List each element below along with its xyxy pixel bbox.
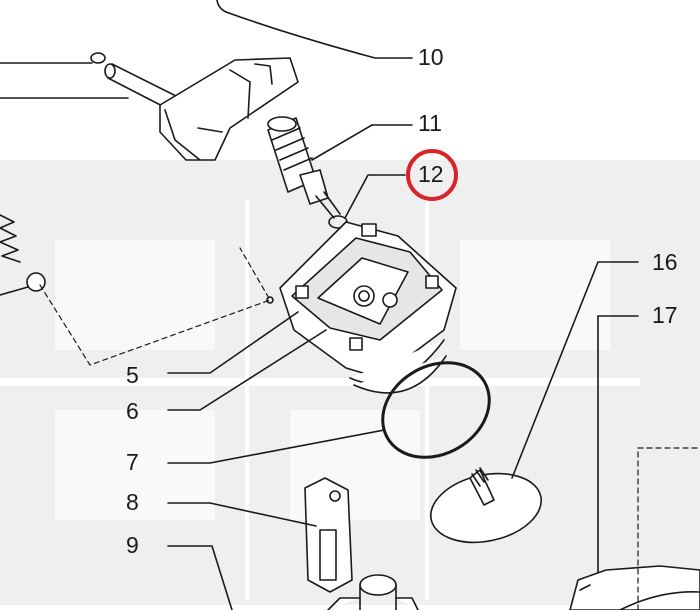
callout-9: 9 [126, 532, 139, 558]
part-diaphragm [429, 467, 543, 544]
leader-6 [167, 329, 327, 411]
callout-17: 17 [652, 302, 678, 328]
leader-12 [344, 174, 406, 219]
part-oring-7 [381, 361, 491, 459]
part-small-ring-5 [266, 296, 274, 304]
part-shaft [267, 116, 341, 219]
dashed-axis [39, 247, 271, 366]
part-housing [569, 565, 700, 610]
callout-8: 8 [126, 489, 139, 515]
callout-7: 7 [126, 449, 139, 475]
watermark-line [0, 378, 640, 386]
part-pipe-oring [90, 52, 106, 64]
watermark-line [245, 200, 249, 600]
part-tube-end [104, 63, 116, 79]
leader-10 [225, 11, 413, 59]
leader-7 [167, 429, 385, 464]
callout-12: 12 [418, 161, 444, 187]
callout-5: 5 [126, 362, 139, 388]
part-wire-top [216, 0, 227, 13]
leader-8 [167, 502, 317, 527]
part-fitting [327, 574, 419, 610]
highlight-ring-12 [406, 149, 458, 201]
leader-11 [311, 124, 373, 161]
callout-10: 10 [418, 44, 444, 70]
leader-9 [167, 545, 233, 610]
part-clip [304, 477, 353, 593]
leader-5 [167, 311, 299, 374]
part-spring [0, 214, 21, 263]
callout-11: 11 [418, 110, 442, 136]
watermark-line [55, 240, 215, 350]
leader-17 [597, 315, 639, 610]
callout-16: 16 [652, 249, 678, 275]
leader-ball [0, 286, 29, 296]
dashed-housing [637, 447, 700, 610]
watermark-line [425, 200, 429, 600]
part-valve-body [279, 221, 457, 394]
watermark-line [55, 410, 215, 520]
callout-6: 6 [126, 398, 139, 424]
leader-16 [511, 261, 639, 479]
part-bracket [159, 57, 299, 161]
